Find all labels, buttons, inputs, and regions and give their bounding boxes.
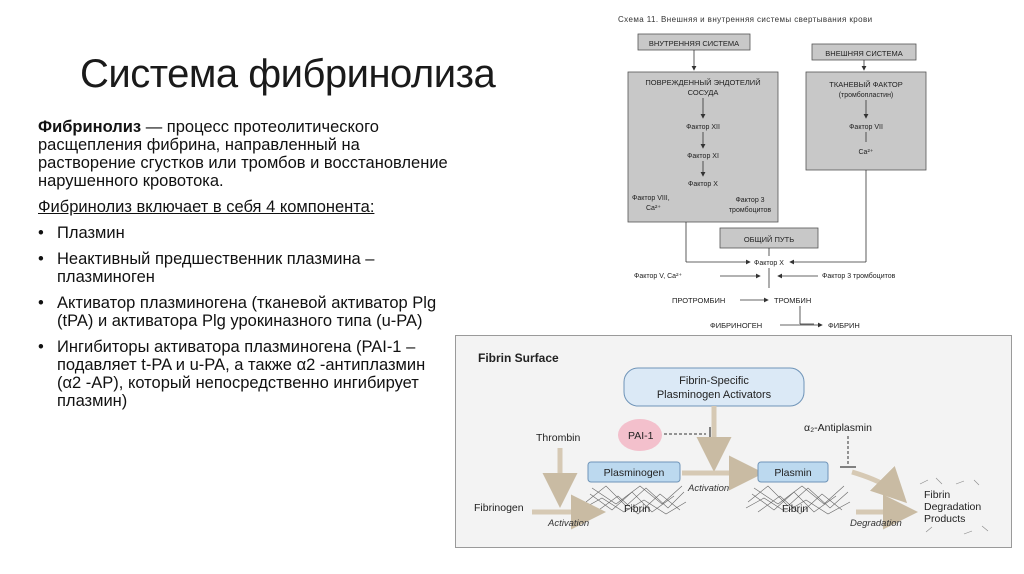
list-item: Активатор плазминогена (тканевой активат… — [38, 294, 448, 330]
components-heading: Фибринолиз включает в себя 4 компонента: — [38, 198, 375, 216]
factor-xii-label: Фактор XII — [686, 124, 720, 131]
ca-left-label: Ca²⁺ — [646, 205, 661, 212]
fibrin-strands-right — [745, 485, 851, 515]
list-item: Неактивный предшественник плазмина – пла… — [38, 250, 448, 286]
fibrin-surface-diagram: Fibrin Surface Fibrin-Specific Plasminog… — [474, 351, 989, 535]
extrinsic-system-label: ВНЕШНЯЯ СИСТЕМА — [825, 49, 902, 58]
degradation-label: Degradation — [850, 518, 902, 529]
factor-vii-label: Фактор VII — [849, 124, 883, 131]
factor3-label: Фактор 3 — [735, 197, 764, 204]
coagulation-scheme: Схема 11. Внешняя и внутренняя системы с… — [600, 8, 1020, 338]
plasmin-label: Plasmin — [774, 467, 812, 479]
factor-viii-label: Фактор VIII, — [632, 195, 670, 202]
pai1-blob — [618, 419, 662, 451]
thromboplastin-label: (тромбопластин) — [839, 91, 894, 99]
ca-right-label: Ca²⁺ — [859, 149, 874, 156]
prothrombin-label: ПРОТРОМБИН — [672, 296, 725, 305]
slide-title: Система фибринолиза — [80, 52, 496, 96]
plasminogen-box — [587, 461, 681, 483]
fibrin-label: ФИБРИН — [828, 321, 860, 330]
fibrin-left-label: Fibrin — [624, 503, 650, 515]
factor-x-left-label: Фактор X — [688, 181, 718, 188]
definition-paragraph: Фибринолиз — процесс протеолитического р… — [38, 118, 448, 190]
products-label: Fibrin — [924, 489, 950, 501]
factor3-platelets-label: Фактор 3 тромбоцитов — [822, 272, 896, 280]
definition-term: Фибринолиз — [38, 118, 142, 136]
endothelium-label: ПОВРЕЖДЕННЫЙ ЭНДОТЕЛИЙ — [645, 78, 760, 87]
factor-v-label: Фактор V, Ca²⁺ — [634, 273, 682, 280]
products-label-3: Products — [924, 513, 965, 525]
list-item: Ингибиторы активатора плазминогена (PAI-… — [38, 338, 448, 410]
list-item: Плазмин — [38, 224, 448, 242]
thrombin-label: Thrombin — [536, 432, 581, 444]
activators-label: Fibrin-Specific — [679, 375, 749, 387]
plasminogen-label: Plasminogen — [604, 467, 665, 479]
factor-xi-label: Фактор XI — [687, 153, 719, 160]
fibrin-surface-title: Fibrin Surface — [478, 351, 559, 365]
body-text: Фибринолиз — процесс протеолитического р… — [38, 118, 448, 418]
fibrin-surface-figure: Fibrin Surface Fibrin-Specific Plasminog… — [455, 335, 1012, 548]
thrombin-label: ТРОМБИН — [774, 296, 811, 305]
activation-mid-label: Activation — [687, 483, 729, 494]
products-label-2: Degradation — [924, 501, 981, 513]
fibrin-right-label: Fibrin — [782, 503, 808, 515]
definition-text: — процесс протеолитического расщепления … — [38, 118, 448, 190]
components-list: Плазмин Неактивный предшественник плазми… — [38, 224, 448, 410]
factor-x-label: Фактор X — [754, 260, 784, 267]
intrinsic-system-label: ВНУТРЕННЯЯ СИСТЕМА — [649, 39, 739, 48]
common-path-label: ОБЩИЙ ПУТЬ — [744, 235, 794, 244]
scheme-caption: Схема 11. Внешняя и внутренняя системы с… — [618, 15, 872, 24]
tissue-factor-label: ТКАНЕВЫЙ ФАКТОР — [829, 80, 902, 89]
degradation-fragments — [919, 477, 989, 535]
factor3-label-2: тромбоцитов — [729, 206, 772, 214]
coagulation-scheme-diagram: Схема 11. Внешняя и внутренняя системы с… — [618, 15, 927, 330]
activators-label-2: Plasminogen Activators — [657, 389, 772, 401]
pai1-label: PAI-1 — [628, 430, 654, 442]
activation-bottom-label: Activation — [547, 518, 589, 529]
endothelium-label-2: СОСУДА — [688, 88, 719, 97]
plasmin-box — [757, 461, 829, 483]
fibrinogen-label: Fibrinogen — [474, 502, 524, 514]
antiplasmin-label: α₂-Antiplasmin — [804, 422, 872, 434]
fibrinogen-label: ФИБРИНОГЕН — [710, 321, 762, 330]
